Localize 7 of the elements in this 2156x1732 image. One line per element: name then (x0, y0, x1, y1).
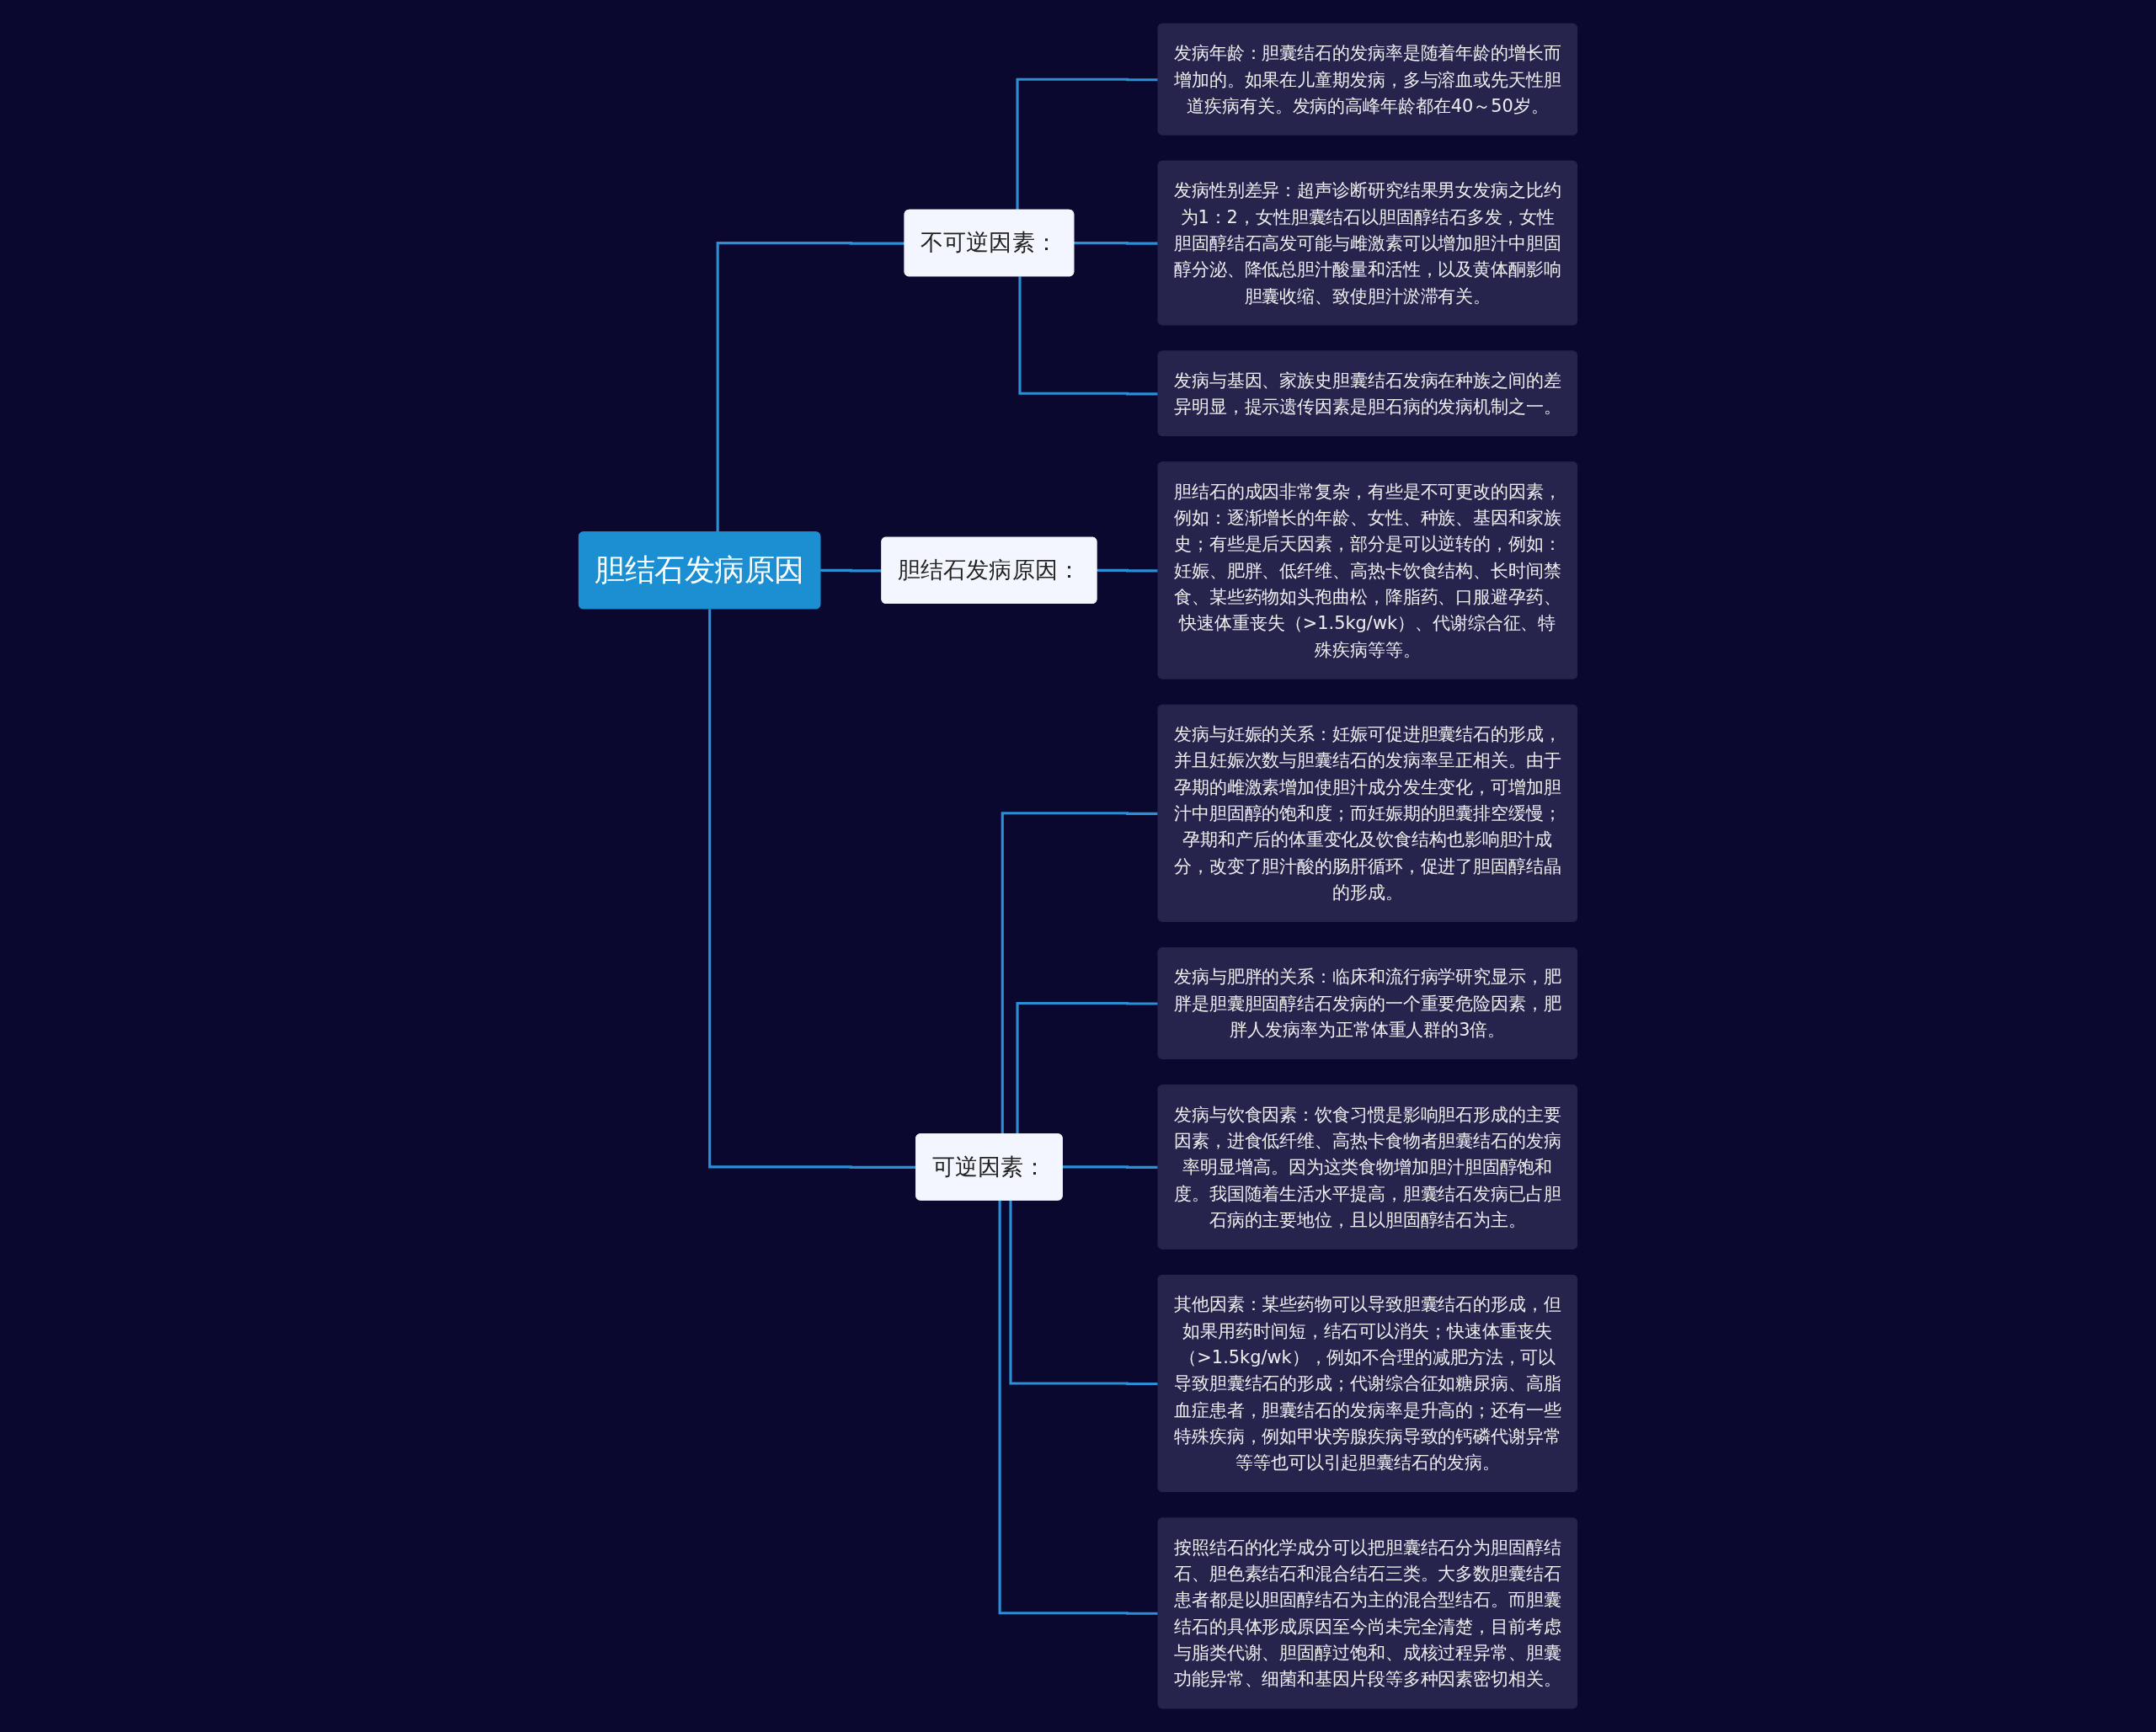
connector (1018, 276, 1159, 396)
connector (998, 1200, 1159, 1615)
connector (1001, 812, 1159, 1135)
connector (1016, 77, 1159, 211)
connector (1016, 1001, 1159, 1135)
connector (1009, 1200, 1159, 1386)
connector (716, 242, 905, 533)
